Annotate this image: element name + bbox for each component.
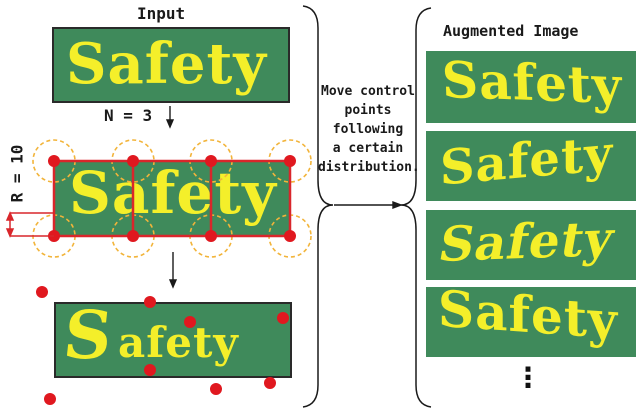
input-title: Input <box>137 4 186 23</box>
control-grid <box>52 159 292 238</box>
radius-arrow-up-icon <box>5 211 15 221</box>
deformed-word-rest: afety <box>118 318 239 367</box>
distribution-note: Move control points following a certain … <box>318 82 420 177</box>
control-point <box>284 230 296 242</box>
down-arrow-icon <box>165 119 175 129</box>
deformed-image: S afety <box>54 302 292 378</box>
augmented-image-3: Safety <box>426 210 636 280</box>
flow-arrows <box>165 106 178 289</box>
augmented-image-2: Safety <box>426 131 636 201</box>
moved-control-points <box>36 286 289 405</box>
moved-control-point <box>210 383 222 395</box>
control-point <box>48 155 60 167</box>
augmented-image-4: Safety <box>426 287 636 357</box>
control-point <box>284 155 296 167</box>
control-point <box>205 230 217 242</box>
moved-control-point <box>36 286 48 298</box>
right-brace-icon <box>400 7 432 408</box>
left-brace-icon <box>302 5 334 408</box>
control-point <box>205 155 217 167</box>
moved-control-point <box>264 377 276 389</box>
more-ellipsis-icon: ⋮ <box>514 361 542 394</box>
moved-control-point <box>144 296 156 308</box>
transform-arrow <box>334 200 403 210</box>
control-point-image: Safety <box>55 161 291 235</box>
n-label: N = 3 <box>104 106 153 125</box>
moved-control-point <box>184 316 196 328</box>
note-line: distribution. <box>318 160 420 175</box>
control-point <box>127 230 139 242</box>
moved-control-point <box>144 364 156 376</box>
control-point <box>127 155 139 167</box>
grid-word: Safety <box>69 161 277 227</box>
grid-border <box>52 159 292 238</box>
radius-circles <box>32 139 312 258</box>
transform-arrow-icon <box>392 200 403 210</box>
note-line: points <box>344 103 392 118</box>
input-image: Safety <box>52 27 290 103</box>
input-word: Safety <box>66 31 267 97</box>
braces <box>302 5 432 408</box>
note-line: following <box>332 122 404 137</box>
augmented-image-1: Safety <box>426 51 636 123</box>
note-line: a certain <box>332 141 404 156</box>
moved-control-point <box>277 312 289 324</box>
note-line: Move control <box>321 84 415 99</box>
moved-control-point <box>44 393 56 405</box>
radius-arrow-down-icon <box>5 228 15 238</box>
control-points <box>48 155 296 242</box>
augmented-title: Augmented Image <box>443 22 579 40</box>
radius-marker <box>5 211 54 238</box>
down-arrow-icon <box>168 279 178 289</box>
